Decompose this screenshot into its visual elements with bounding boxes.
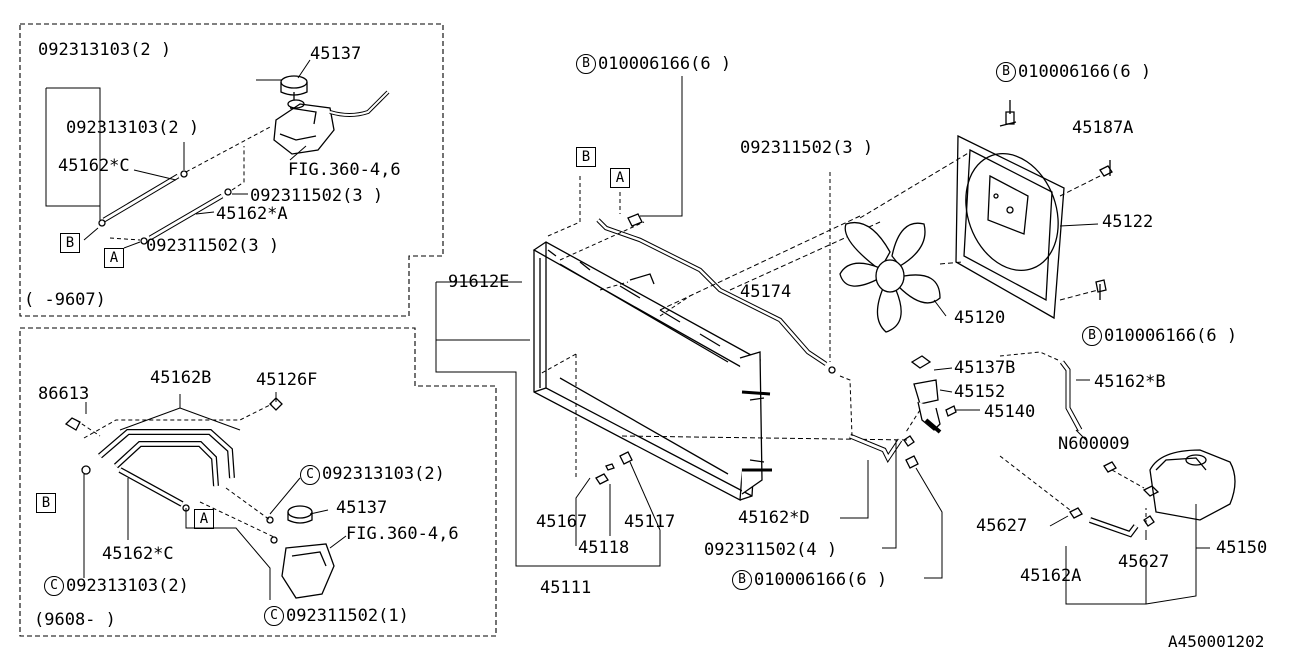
part-label: 45117 (624, 512, 676, 532)
part-label: 092311502(3 ) (740, 138, 874, 158)
part-label: 45120 (954, 308, 1006, 328)
inset-frame-bottom (19, 327, 497, 637)
part-label: 45111 (540, 578, 592, 598)
diagram-id-label: A450001202 (1168, 632, 1265, 651)
marker-a-box: A (610, 168, 630, 188)
part-label: 45167 (536, 512, 588, 532)
part-label: 45162*D (738, 508, 810, 528)
part-label: 010006166(6 ) (754, 570, 888, 590)
date-range-label: (9608- ) (34, 610, 116, 630)
part-label: 91612E (448, 272, 510, 292)
marker-b-circle: B (576, 54, 596, 74)
marker-c-circle: C (44, 576, 64, 596)
part-label: 45137 (336, 498, 388, 518)
marker-a-box: A (194, 509, 214, 529)
part-label: 45162*A (216, 204, 288, 224)
marker-b-box: B (36, 493, 56, 513)
fan-shroud (859, 100, 1113, 320)
marker-b-circle: B (1082, 326, 1102, 346)
figure-ref-label: FIG.360-4,6 (288, 160, 401, 180)
part-label: 45174 (740, 282, 792, 302)
part-label: 45162*B (1094, 372, 1166, 392)
part-label: 092311502(3 ) (146, 236, 280, 256)
part-label: 45126F (256, 370, 318, 390)
part-label: 45152 (954, 382, 1006, 402)
part-label: 092311502(1) (286, 606, 409, 626)
part-label: 45162B (150, 368, 212, 388)
part-label: 45162A (1020, 566, 1082, 586)
part-label: 092311502(4 ) (704, 540, 838, 560)
radiator-leaders (435, 76, 911, 567)
part-label: 45137B (954, 358, 1016, 378)
hose-45174 (596, 213, 836, 374)
part-label: 010006166(6 ) (1018, 62, 1152, 82)
part-label: 092313103(2 ) (38, 40, 172, 60)
part-label: 45137 (310, 44, 362, 64)
top-inset-parts (45, 59, 390, 249)
part-label: 092313103(2) (66, 576, 189, 596)
part-label: 45627 (1118, 552, 1170, 572)
part-label: 010006166(6 ) (598, 54, 732, 74)
filler-neck-assembly (905, 355, 980, 434)
reservoir-45150 (999, 449, 1236, 605)
marker-b-circle: B (732, 570, 752, 590)
part-label: 45187A (1072, 118, 1134, 138)
hose-45162D (839, 375, 943, 579)
marker-b-circle: B (996, 62, 1016, 82)
marker-a-box: A (104, 248, 124, 268)
marker-c-circle: C (264, 606, 284, 626)
date-range-label: ( -9607) (24, 290, 106, 310)
marker-b-box: B (576, 147, 596, 167)
part-label: 092311502(3 ) (250, 186, 384, 206)
part-label: 45150 (1216, 538, 1268, 558)
part-label: 092313103(2) (322, 464, 445, 484)
marker-b-box: B (60, 233, 80, 253)
marker-c-circle: C (300, 465, 320, 485)
part-label: 45122 (1102, 212, 1154, 232)
hose-45162B-star (999, 351, 1090, 441)
part-label: 45627 (976, 516, 1028, 536)
part-label: 45162*C (102, 544, 174, 564)
part-label: 45140 (984, 402, 1036, 422)
inset-frame-top (19, 23, 444, 317)
figure-ref-label: FIG.360-4,6 (346, 524, 459, 544)
bottom-inset-parts (64, 392, 347, 600)
part-label: 86613 (38, 384, 90, 404)
part-label: 45118 (578, 538, 630, 558)
part-label: 092313103(2 ) (66, 118, 200, 138)
part-label: 010006166(6 ) (1104, 326, 1238, 346)
part-label: N600009 (1058, 434, 1130, 454)
radiator-core (532, 241, 772, 502)
cooling-fan (839, 222, 947, 333)
part-label: 45162*C (58, 156, 130, 176)
